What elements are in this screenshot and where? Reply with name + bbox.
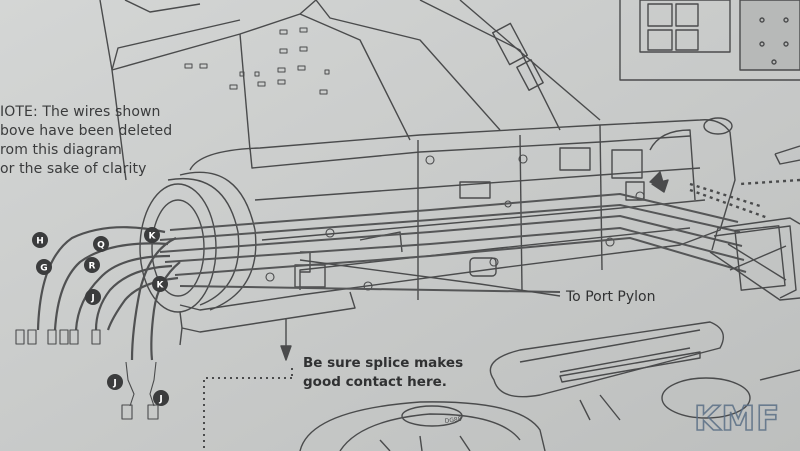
inset-panel bbox=[619, 0, 800, 81]
svg-text:H: H bbox=[36, 237, 44, 247]
wire-label-j: J bbox=[85, 289, 101, 305]
splice-callout: Be sure splice makes good contact here. bbox=[303, 354, 463, 392]
port-pylon-callout: To Port Pylon bbox=[566, 289, 656, 305]
bolt-holes bbox=[265, 154, 645, 291]
svg-text:K: K bbox=[157, 281, 165, 291]
diagram-note: IOTE: The wires shown bove have been del… bbox=[0, 103, 190, 179]
splice-arrow-head bbox=[280, 345, 292, 361]
right-pylon-part bbox=[649, 145, 800, 301]
svg-text:G: G bbox=[40, 264, 47, 274]
note-line-1: IOTE: The wires shown bbox=[0, 104, 161, 120]
wire-bundle bbox=[159, 193, 747, 293]
wire-label-j-splice-left: J bbox=[107, 374, 123, 390]
splice-line-2: good contact here. bbox=[303, 374, 447, 390]
connector-plugs bbox=[15, 329, 159, 420]
wire-label-g: G bbox=[36, 259, 52, 275]
wire-label-j-splice-right: J bbox=[153, 390, 169, 406]
note-line-3: rom this diagram bbox=[0, 142, 122, 158]
watermark-text: KMF bbox=[694, 399, 780, 439]
port-pylon-leader bbox=[299, 259, 561, 297]
wire-label-r: R bbox=[84, 257, 100, 273]
svg-text:J: J bbox=[158, 395, 162, 405]
note-line-2: bove have been deleted bbox=[0, 123, 173, 139]
secondary-hull bbox=[489, 321, 800, 421]
wire-label-h: H bbox=[32, 232, 48, 248]
upper-pylon bbox=[99, 0, 601, 181]
splice-line-1: Be sure splice makes bbox=[303, 355, 464, 371]
note-line-4: or the sake of clarity bbox=[0, 161, 147, 177]
saucer-section bbox=[299, 401, 546, 451]
nacelle-intake bbox=[139, 171, 356, 346]
wire-label-k-upper: K bbox=[144, 227, 160, 243]
svg-text:K: K bbox=[149, 232, 157, 242]
svg-text:J: J bbox=[112, 379, 116, 389]
svg-text:Q: Q bbox=[97, 241, 105, 251]
wire-label-k-lower: K bbox=[152, 276, 168, 292]
hull-marking: DG88 bbox=[444, 416, 462, 425]
svg-text:J: J bbox=[90, 294, 94, 304]
pylon-vents bbox=[184, 27, 330, 95]
wire-labels: H G Q R J K K J J bbox=[32, 227, 169, 406]
wire-label-q: Q bbox=[93, 236, 109, 252]
svg-text:R: R bbox=[89, 262, 96, 272]
splice-leader bbox=[203, 368, 295, 451]
kmf-watermark: KMF bbox=[693, 398, 780, 440]
